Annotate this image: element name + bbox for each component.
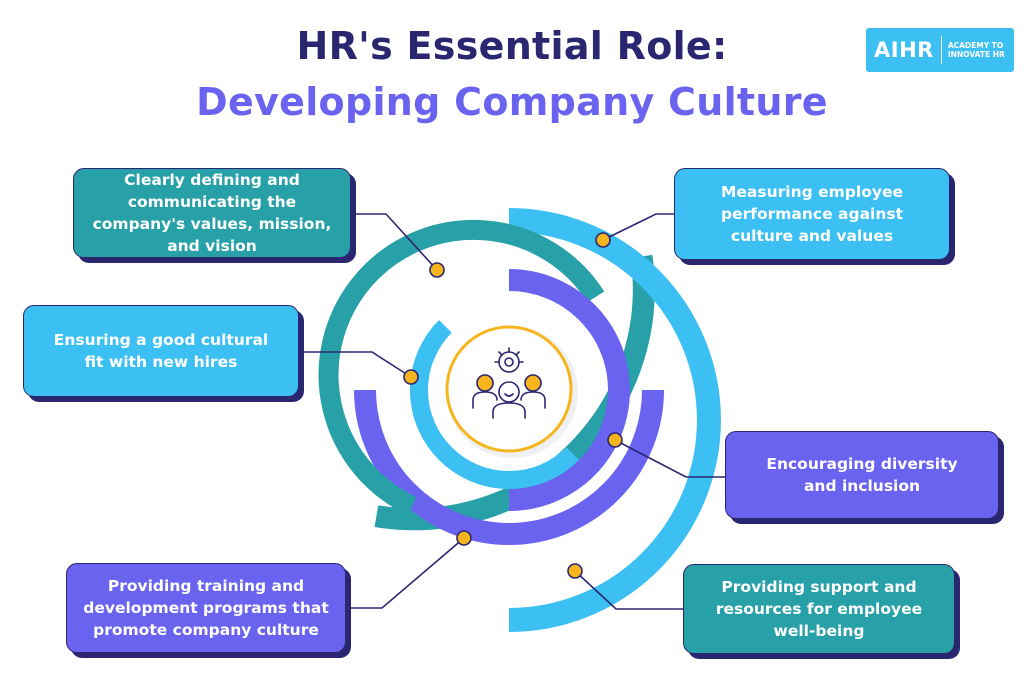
- logo-divider: [940, 36, 942, 64]
- team-gear-icon: [472, 347, 546, 419]
- dot-cultural-fit: [403, 369, 419, 385]
- logo-tagline-line-2: INNOVATE HR: [947, 50, 1005, 59]
- logo-mark: AIHR: [874, 38, 934, 62]
- card-values-mission-vision-text: Clearly defining and communicating the c…: [92, 171, 332, 255]
- logo-tagline-line-1: ACADEMY TO: [947, 41, 1004, 50]
- card-performance-measurement: Measuring employee performance against c…: [674, 168, 950, 260]
- title-line-1: HR's Essential Role:: [296, 24, 728, 68]
- dot-wellbeing: [567, 563, 583, 579]
- card-wellbeing-support-text: Providing support and resources for empl…: [715, 578, 923, 640]
- middle-teal-arc: [318, 219, 605, 516]
- inner-sky-arc: [410, 320, 579, 489]
- outer-violet-arc: [354, 389, 664, 545]
- connector-performance: [602, 213, 674, 241]
- connector-diversity: [614, 439, 726, 478]
- card-diversity-inclusion: Encouraging diversity and inclusion: [725, 431, 999, 519]
- middle-violet-arc: [508, 269, 630, 511]
- connector-values: [352, 213, 438, 271]
- title-line-2: Developing Company Culture: [196, 80, 828, 124]
- aihr-logo: AIHR ACADEMY TO INNOVATE HR: [866, 28, 1014, 72]
- dot-performance: [595, 232, 611, 248]
- card-cultural-fit-text: Ensuring a good cultural fit with new hi…: [53, 331, 269, 371]
- logo-tagline: ACADEMY TO INNOVATE HR: [948, 41, 1005, 59]
- card-wellbeing-support: Providing support and resources for empl…: [683, 564, 955, 654]
- dot-diversity: [607, 432, 623, 448]
- card-values-mission-vision: Clearly defining and communicating the c…: [73, 168, 351, 258]
- connector-wellbeing: [574, 570, 683, 610]
- connector-training: [347, 537, 465, 609]
- card-cultural-fit: Ensuring a good cultural fit with new hi…: [23, 305, 299, 397]
- dot-training: [456, 530, 472, 546]
- card-diversity-inclusion-text: Encouraging diversity and inclusion: [766, 455, 958, 495]
- connector-cultural-fit: [300, 351, 412, 378]
- dot-values: [429, 262, 445, 278]
- card-performance-measurement-text: Measuring employee performance against c…: [720, 183, 904, 245]
- card-training-programs-text: Providing training and development progr…: [83, 577, 329, 639]
- card-training-programs: Providing training and development progr…: [66, 563, 346, 653]
